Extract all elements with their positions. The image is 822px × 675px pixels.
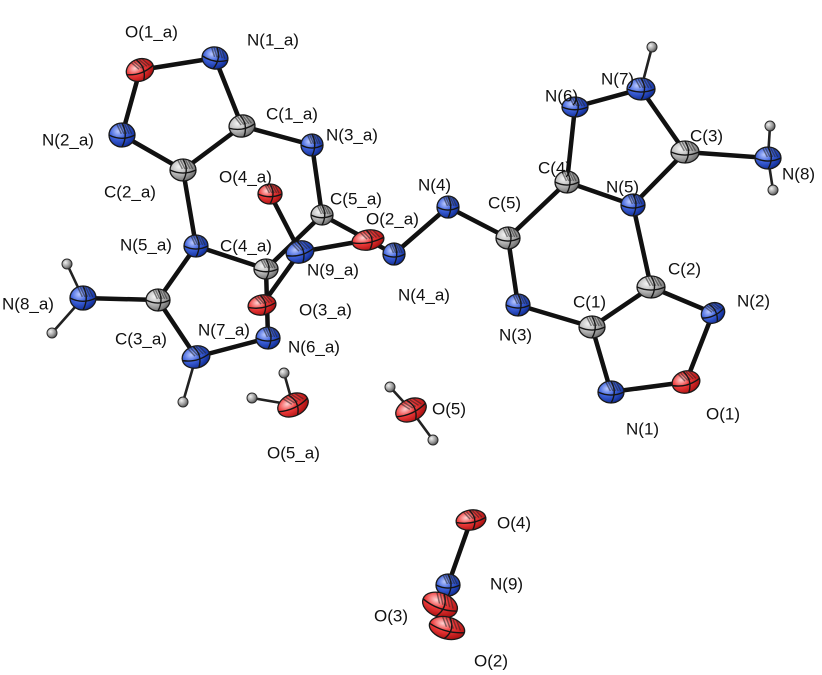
atom-N1_a xyxy=(201,46,229,70)
atom-O5_a xyxy=(277,392,309,418)
atom-label-N2_a: N(2_a) xyxy=(42,130,94,149)
bond-N1_a-C1_a xyxy=(212,55,245,129)
atom-label-N3: N(3) xyxy=(499,325,532,344)
atom-label-C3_a: C(3_a) xyxy=(115,329,167,348)
atom-label-N9: N(9) xyxy=(490,574,523,593)
atom-N9_a xyxy=(285,240,315,264)
atom-O4_a xyxy=(257,183,283,205)
label-layer: O(1_a) N(1_a) N(2_a) C(1_a) N(3_a) C(2_a) O(4_… xyxy=(2,22,815,670)
atom-label-O1: O(1) xyxy=(706,404,740,423)
atom-label-N7: N(7) xyxy=(601,69,634,88)
atom-label-C2: C(2) xyxy=(668,259,701,278)
atom-O2 xyxy=(428,615,466,641)
atom-O2_a xyxy=(351,229,385,251)
atom-label-C3: C(3) xyxy=(690,126,723,145)
hydrogen-atom-H_N8_2 xyxy=(767,184,779,196)
atom-N6_a xyxy=(255,326,281,350)
bond-N5-C2 xyxy=(630,202,654,290)
atom-label-O3: O(3) xyxy=(374,606,408,625)
atom-N5 xyxy=(620,193,646,217)
atom-N2 xyxy=(700,301,726,325)
atom-C1 xyxy=(578,315,606,339)
atom-label-O3_a: O(3_a) xyxy=(299,300,352,319)
atom-N3 xyxy=(505,293,531,317)
atom-C4_a xyxy=(253,258,279,280)
atom-N3_a xyxy=(300,133,324,157)
hydrogen-atom-H_O5a_1 xyxy=(278,367,290,379)
atom-N9 xyxy=(435,573,461,597)
atom-label-C4: C(4) xyxy=(538,158,571,177)
atom-N8 xyxy=(754,146,782,170)
hydrogen-atom-H_N7a xyxy=(177,396,189,408)
atom-O1 xyxy=(671,370,701,394)
bond-C5-C4 xyxy=(505,179,570,241)
bond-N4_a-N4 xyxy=(391,204,451,257)
atom-N8_a xyxy=(69,285,97,311)
atom-N4_a xyxy=(382,242,406,266)
hydrogen-atom-H_N8a_2 xyxy=(46,327,58,339)
hydrogen-atom-H_N8_1 xyxy=(764,120,776,132)
hydrogen-atom-H_N7 xyxy=(646,41,658,53)
atom-label-N1_a: N(1_a) xyxy=(247,30,299,49)
atom-label-C5: C(5) xyxy=(488,193,521,212)
atom-label-O2_a: O(2_a) xyxy=(366,209,419,228)
atom-label-O5_a: O(5_a) xyxy=(267,443,320,462)
bond-N3_a-C5_a xyxy=(309,142,325,218)
atom-N4 xyxy=(436,195,460,219)
atom-label-O4: O(4) xyxy=(497,513,531,532)
atom-label-C5_a: C(5_a) xyxy=(330,189,382,208)
hydrogen-atom-H_O5_2 xyxy=(427,434,439,446)
atom-layer xyxy=(46,41,782,641)
atom-O4 xyxy=(455,509,487,531)
atom-label-C1: C(1) xyxy=(573,292,606,311)
atom-N1 xyxy=(597,380,625,404)
atom-O1_a xyxy=(125,57,155,83)
atom-label-N1: N(1) xyxy=(626,419,659,438)
atom-label-C1_a: C(1_a) xyxy=(266,104,318,123)
bond-C2_a-N5_a xyxy=(180,167,199,249)
atom-label-C4_a: C(4_a) xyxy=(220,236,272,255)
atom-C4 xyxy=(554,170,580,194)
atom-C2 xyxy=(636,275,666,299)
atom-N5_a xyxy=(183,234,209,258)
atom-label-N9_a: N(9_a) xyxy=(307,260,359,279)
atom-label-N8_a: N(8_a) xyxy=(2,294,54,313)
atom-C3_a xyxy=(145,288,171,312)
atom-label-O2: O(2) xyxy=(474,651,508,670)
atom-label-N5: N(5) xyxy=(606,177,639,196)
bond-N7-C3 xyxy=(638,86,688,155)
atom-label-N4_a: N(4_a) xyxy=(398,285,450,304)
atom-label-N2: N(2) xyxy=(737,291,770,310)
atom-label-N5_a: N(5_a) xyxy=(120,235,172,254)
atom-C2_a xyxy=(169,158,197,182)
hydrogen-atom-H_O5_1 xyxy=(384,381,396,393)
hydrogen-atom-H_O5a_2 xyxy=(246,392,258,404)
atom-C5 xyxy=(495,226,521,250)
hydrogen-atom-H_N8a_1 xyxy=(61,258,73,270)
atom-label-O4_a: O(4_a) xyxy=(219,167,272,186)
atom-O3_a xyxy=(247,294,277,316)
atom-O5 xyxy=(395,397,427,423)
atom-label-O5: O(5) xyxy=(432,399,466,418)
atom-label-N7_a: N(7_a) xyxy=(198,320,250,339)
atom-O3 xyxy=(421,591,459,619)
atom-label-N4: N(4) xyxy=(418,175,451,194)
atom-N7_a xyxy=(181,345,211,369)
atom-C3 xyxy=(670,140,700,164)
bond-C4-N6 xyxy=(564,104,578,185)
atom-N7 xyxy=(626,77,656,101)
atom-C5_a xyxy=(310,204,334,226)
atom-N6 xyxy=(561,96,589,118)
atom-label-O1_a: O(1_a) xyxy=(125,22,178,41)
atom-label-N8: N(8) xyxy=(782,164,815,183)
atom-label-C2_a: C(2_a) xyxy=(104,182,156,201)
atom-N2_a xyxy=(108,122,136,148)
atom-label-N6: N(6) xyxy=(545,86,578,105)
atom-C1_a xyxy=(228,114,256,138)
atom-label-N3_a: N(3_a) xyxy=(326,125,378,144)
atom-label-N6_a: N(6_a) xyxy=(288,337,340,356)
